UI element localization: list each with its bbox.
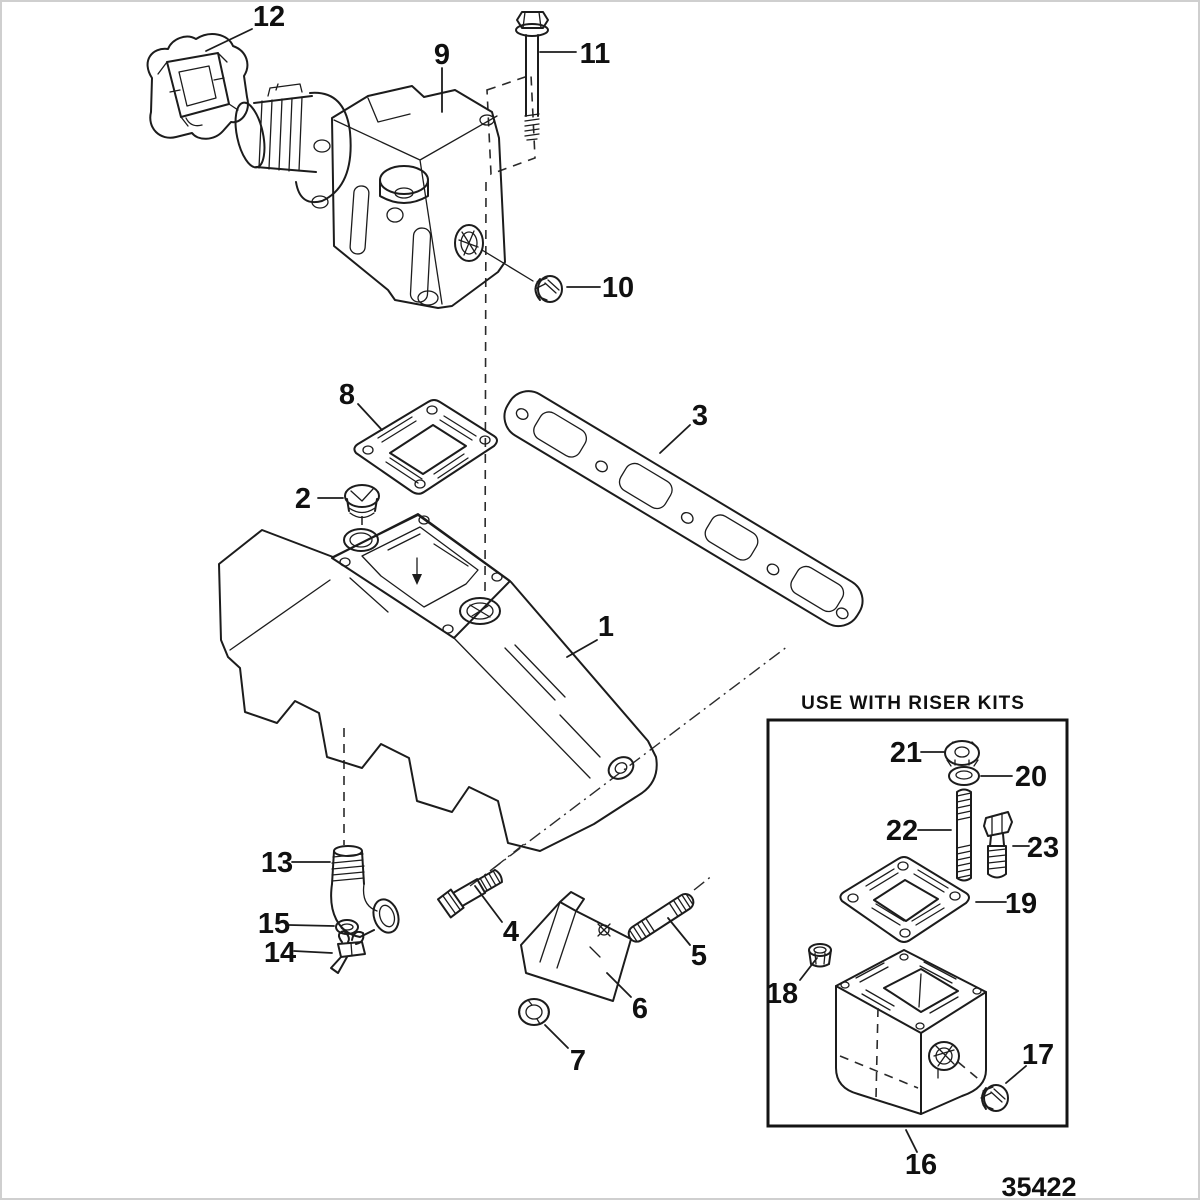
part-7-nut [518, 998, 550, 1026]
callout-23: 23 [1027, 832, 1059, 864]
part-20-washer [948, 766, 980, 786]
callout-4: 4 [503, 916, 519, 948]
callout-1: 1 [598, 611, 614, 643]
callout-13: 13 [261, 847, 293, 879]
drawing-number: 35422 [1001, 1172, 1076, 1200]
callout-11: 11 [580, 38, 611, 70]
riser-kit-inset: USE WITH RISER KITS [766, 693, 1069, 1128]
part-19-riser-gasket [839, 856, 970, 943]
part-16-spacer-block [835, 949, 987, 1115]
part-17-plug [980, 1084, 1009, 1112]
inset-title: USE WITH RISER KITS [801, 693, 1025, 714]
callout-5: 5 [691, 940, 707, 972]
inset-box-border [766, 718, 1069, 1128]
callout-17: 17 [1022, 1039, 1054, 1071]
callout-19: 19 [1005, 888, 1037, 920]
callout-20: 20 [1015, 761, 1047, 793]
callout-15: 15 [258, 908, 290, 940]
callout-labels: 1 2 3 4 5 6 7 8 9 10 11 12 13 14 15 16 1… [253, 1, 1059, 1181]
part-10-pipe-plug [481, 249, 563, 303]
callout-18: 18 [766, 978, 798, 1010]
alignment-lines [343, 73, 789, 891]
part-9-exhaust-elbow [234, 83, 506, 309]
part-14-drain-cock [330, 930, 366, 974]
callout-8: 8 [339, 379, 355, 411]
leader-lines [205, 28, 1030, 1153]
callout-14: 14 [264, 937, 296, 969]
callout-10: 10 [602, 272, 634, 304]
callout-3: 3 [692, 400, 708, 432]
callout-12: 12 [253, 1, 285, 33]
part-1-exhaust-manifold [218, 513, 658, 852]
part-12-end-cap [146, 33, 249, 140]
callout-7: 7 [570, 1045, 586, 1077]
callout-2: 2 [295, 483, 311, 515]
part-3-manifold-gasket [503, 390, 864, 628]
part-11-bolt [515, 11, 549, 141]
part-2-plug [344, 484, 380, 519]
callout-6: 6 [632, 993, 648, 1025]
part-4-fitting [437, 868, 503, 919]
part-6-shield-plate [520, 891, 632, 1002]
callout-21: 21 [890, 737, 922, 769]
callout-9: 9 [434, 39, 450, 71]
part-23-bolt [983, 811, 1013, 879]
callout-22: 22 [886, 815, 918, 847]
callout-16: 16 [905, 1149, 937, 1181]
part-8-elbow-gasket [353, 399, 498, 495]
part-22-stud [956, 788, 972, 882]
part-21-locknut [944, 740, 980, 767]
part-13-elbow-fitting [330, 845, 400, 938]
